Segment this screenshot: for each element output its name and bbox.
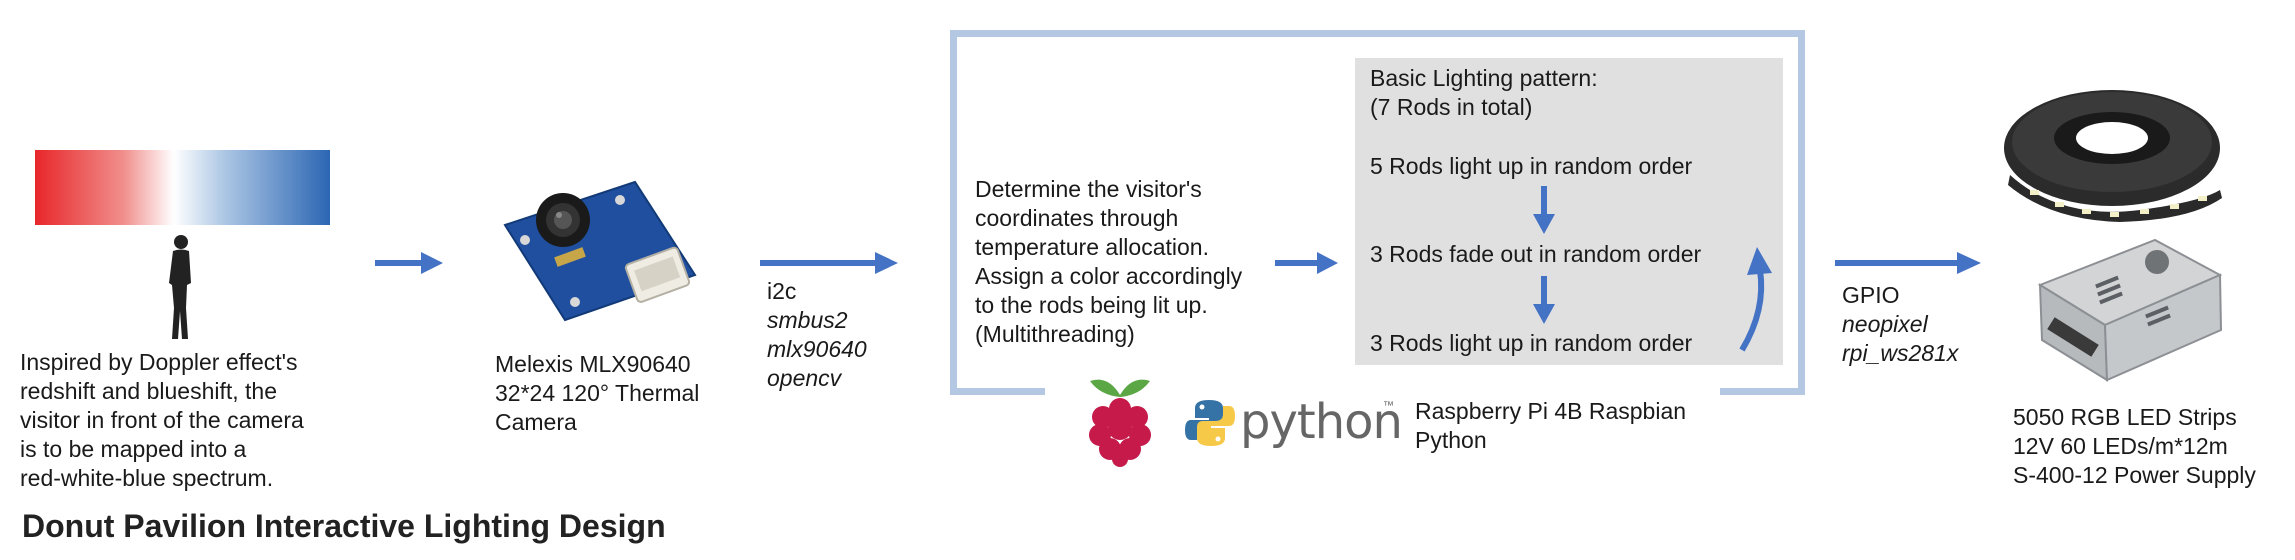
flow-arrow-3: [1835, 252, 1981, 274]
i2c-label: i2c: [767, 278, 797, 304]
lighting-pattern-box: [1355, 58, 1783, 365]
pi-logic-description: Determine the visitor's coordinates thro…: [975, 176, 1243, 347]
visitor-silhouette-icon: [169, 235, 191, 339]
camera-description: Melexis MLX90640 32*24 120° Thermal Came…: [495, 351, 700, 435]
i2c-library: smbus2: [767, 307, 848, 333]
i2c-library: mlx90640: [767, 336, 867, 362]
flow-arrow-inner: [1275, 252, 1338, 274]
loop-back-arrow: [1739, 247, 1772, 352]
pattern-title: Basic Lighting pattern: (7 Rods in total…: [1370, 65, 1598, 120]
thermal-camera-board-icon: [503, 180, 697, 322]
pattern-step: 5 Rods light up in random order: [1370, 153, 1693, 179]
i2c-library: opencv: [767, 365, 842, 391]
pattern-step: 3 Rods light up in random order: [1370, 330, 1693, 356]
gpio-label: GPIO: [1842, 282, 1900, 308]
step-arrow-down-1: [1533, 186, 1555, 234]
platform-description: Raspberry Pi 4B Raspbian Python: [1415, 398, 1687, 453]
pattern-step: 3 Rods fade out in random order: [1370, 241, 1702, 267]
power-supply-icon: [2037, 238, 2223, 382]
flow-arrow-2: [760, 252, 898, 274]
led-strip-reel-icon: [2004, 90, 2222, 222]
python-logo-text: python: [1240, 394, 1403, 450]
frame-gap: [1045, 388, 1720, 402]
doppler-description: Inspired by Doppler effect's redshift an…: [20, 349, 304, 491]
red-white-blue-spectrum: [35, 150, 330, 225]
raspberry-pi-logo-icon: [1089, 379, 1151, 467]
python-tm: ™: [1383, 400, 1394, 412]
gpio-library: rpi_ws281x: [1842, 340, 1959, 366]
diagram-title: Donut Pavilion Interactive Lighting Desi…: [22, 508, 666, 544]
gpio-library: neopixel: [1842, 311, 1928, 337]
led-description: 5050 RGB LED Strips 12V 60 LEDs/m*12m S-…: [2013, 404, 2256, 488]
step-arrow-down-2: [1533, 276, 1555, 324]
python-snake-logo-icon: [1185, 400, 1235, 446]
flow-arrow-1: [375, 252, 443, 274]
